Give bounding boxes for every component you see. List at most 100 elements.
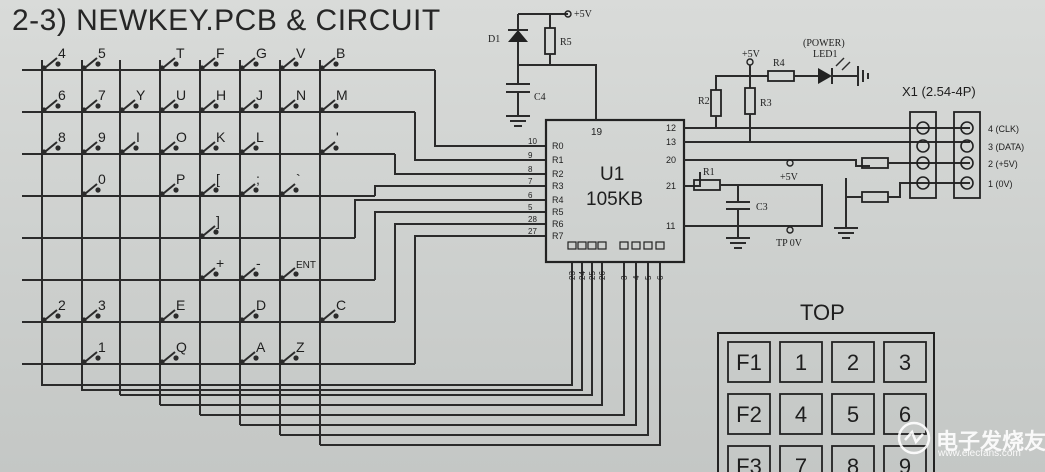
- switch-contact: [55, 61, 61, 67]
- switch-contact: [173, 145, 179, 151]
- switch-contact: [95, 61, 101, 67]
- switch-contact: [95, 145, 101, 151]
- ic-bottom-pin-pad: [567, 241, 577, 250]
- switch-contact: [279, 275, 285, 281]
- keypad-outline: [717, 332, 935, 472]
- key-switch: B: [319, 45, 345, 71]
- key-switch: 3: [81, 297, 106, 323]
- switch-contact: [173, 103, 179, 109]
- switch-label: ENT: [296, 260, 316, 271]
- col-to-ic-wires: [41, 262, 661, 446]
- switch-label: Z: [296, 339, 305, 355]
- ic-bottom-pin: 3: [619, 241, 629, 280]
- label-r5: R5: [560, 37, 572, 48]
- wire-c0: [41, 262, 573, 386]
- watermark-logo-icon: [897, 421, 931, 455]
- switch-label: U: [176, 87, 186, 103]
- keypad-key: F3: [727, 445, 771, 472]
- switch-contact: [333, 313, 339, 319]
- switch-contact: [293, 187, 299, 193]
- switch-contact: [279, 359, 285, 365]
- switch-contact: [199, 233, 205, 239]
- keypad-key-label: 6: [899, 402, 911, 427]
- switch-label: 1: [98, 339, 106, 355]
- key-switch: H: [199, 87, 226, 113]
- switch-label: -: [256, 255, 261, 271]
- pullup-led-circuit: +5V R3 R2 R4 (POWER) LED1: [698, 38, 869, 142]
- switch-label: O: [176, 129, 187, 145]
- keypad-key-label: 1: [795, 350, 807, 375]
- connector-pins: 4 (CLK)3 (DATA)2 (+5V)1 (0V): [916, 121, 1024, 190]
- connector-pin-hole: [960, 156, 974, 170]
- switch-label: Y: [136, 87, 146, 103]
- vcc-top-terminal: [564, 10, 572, 18]
- key-switch: K: [199, 129, 226, 155]
- key-switch: M: [319, 87, 348, 113]
- switch-lever: [163, 99, 176, 110]
- connector-pin-label: 3 (DATA): [988, 142, 1024, 152]
- switch-contact: [239, 275, 245, 281]
- switch-label: 7: [98, 87, 106, 103]
- switch-lever: [163, 183, 176, 194]
- ic-bottom-pin: 25: [587, 241, 597, 280]
- switch-contact: [159, 65, 165, 71]
- resistor-r5: [544, 27, 556, 55]
- switch-contact: [333, 145, 339, 151]
- switch-contact: [55, 313, 61, 319]
- top-label: TOP: [800, 300, 845, 325]
- ic-bottom-pin: 6: [655, 241, 665, 280]
- ic-left-pin-name: R7: [552, 231, 564, 241]
- key-switch: Y: [119, 87, 146, 113]
- switch-contact: [199, 107, 205, 113]
- switch-lever: [85, 99, 98, 110]
- key-switch: L: [239, 129, 264, 155]
- switch-label: K: [216, 129, 226, 145]
- switch-lever: [323, 57, 336, 68]
- switch-label: P: [176, 171, 185, 187]
- connector-pin-label: 1 (0V): [988, 179, 1013, 189]
- wire-c6: [280, 262, 649, 436]
- ic-bottom-pin: 23: [567, 241, 577, 280]
- ic-right-pin-number: 12: [666, 123, 676, 133]
- ic-bottom-pin: 24: [577, 241, 587, 280]
- key-switch: E: [159, 297, 185, 323]
- ic-bottom-pin-number: 24: [578, 271, 587, 280]
- switch-lever: [243, 57, 256, 68]
- switch-contact: [119, 149, 125, 155]
- key-switch: +: [199, 255, 224, 281]
- connector-pin-hole: [960, 121, 974, 135]
- switch-contact: [81, 191, 87, 197]
- switch-contact: [239, 107, 245, 113]
- switch-contact: [213, 229, 219, 235]
- switch-label: 6: [58, 87, 66, 103]
- watermark-text: 电子发烧友: [936, 429, 1045, 454]
- switch-contact: [81, 65, 87, 71]
- switch-contact: [239, 191, 245, 197]
- connector-pin-hole: [916, 176, 930, 190]
- switch-contact: [81, 107, 87, 113]
- wire-c1: [81, 262, 583, 391]
- watermark: 电子发烧友 www.elecfans.com: [896, 418, 1045, 459]
- key-switch: 5: [81, 45, 106, 71]
- switch-contact: [213, 103, 219, 109]
- keypad-key: 8: [831, 445, 875, 472]
- ic-bottom-pin-number: 23: [568, 271, 577, 280]
- wire-r6: [394, 223, 546, 322]
- switch-contact: [279, 191, 285, 197]
- switch-contact: [41, 107, 47, 113]
- keypad-key-box: [831, 341, 875, 383]
- key-switch: 0: [81, 171, 106, 197]
- keypad-key-label: F1: [736, 350, 762, 375]
- switch-contact: [333, 61, 339, 67]
- switch-contact: [159, 149, 165, 155]
- key-switch: [: [199, 171, 220, 197]
- keypad-key-label: 9: [899, 454, 911, 472]
- key-switch: C: [319, 297, 346, 323]
- keypad-key-box: [727, 445, 771, 472]
- ic-right-pin-number: 13: [666, 137, 676, 147]
- wire-r0: [434, 70, 546, 147]
- switch-contact: [279, 107, 285, 113]
- ic-left-pin-number: 6: [528, 191, 533, 200]
- key-switch: 4: [41, 45, 66, 71]
